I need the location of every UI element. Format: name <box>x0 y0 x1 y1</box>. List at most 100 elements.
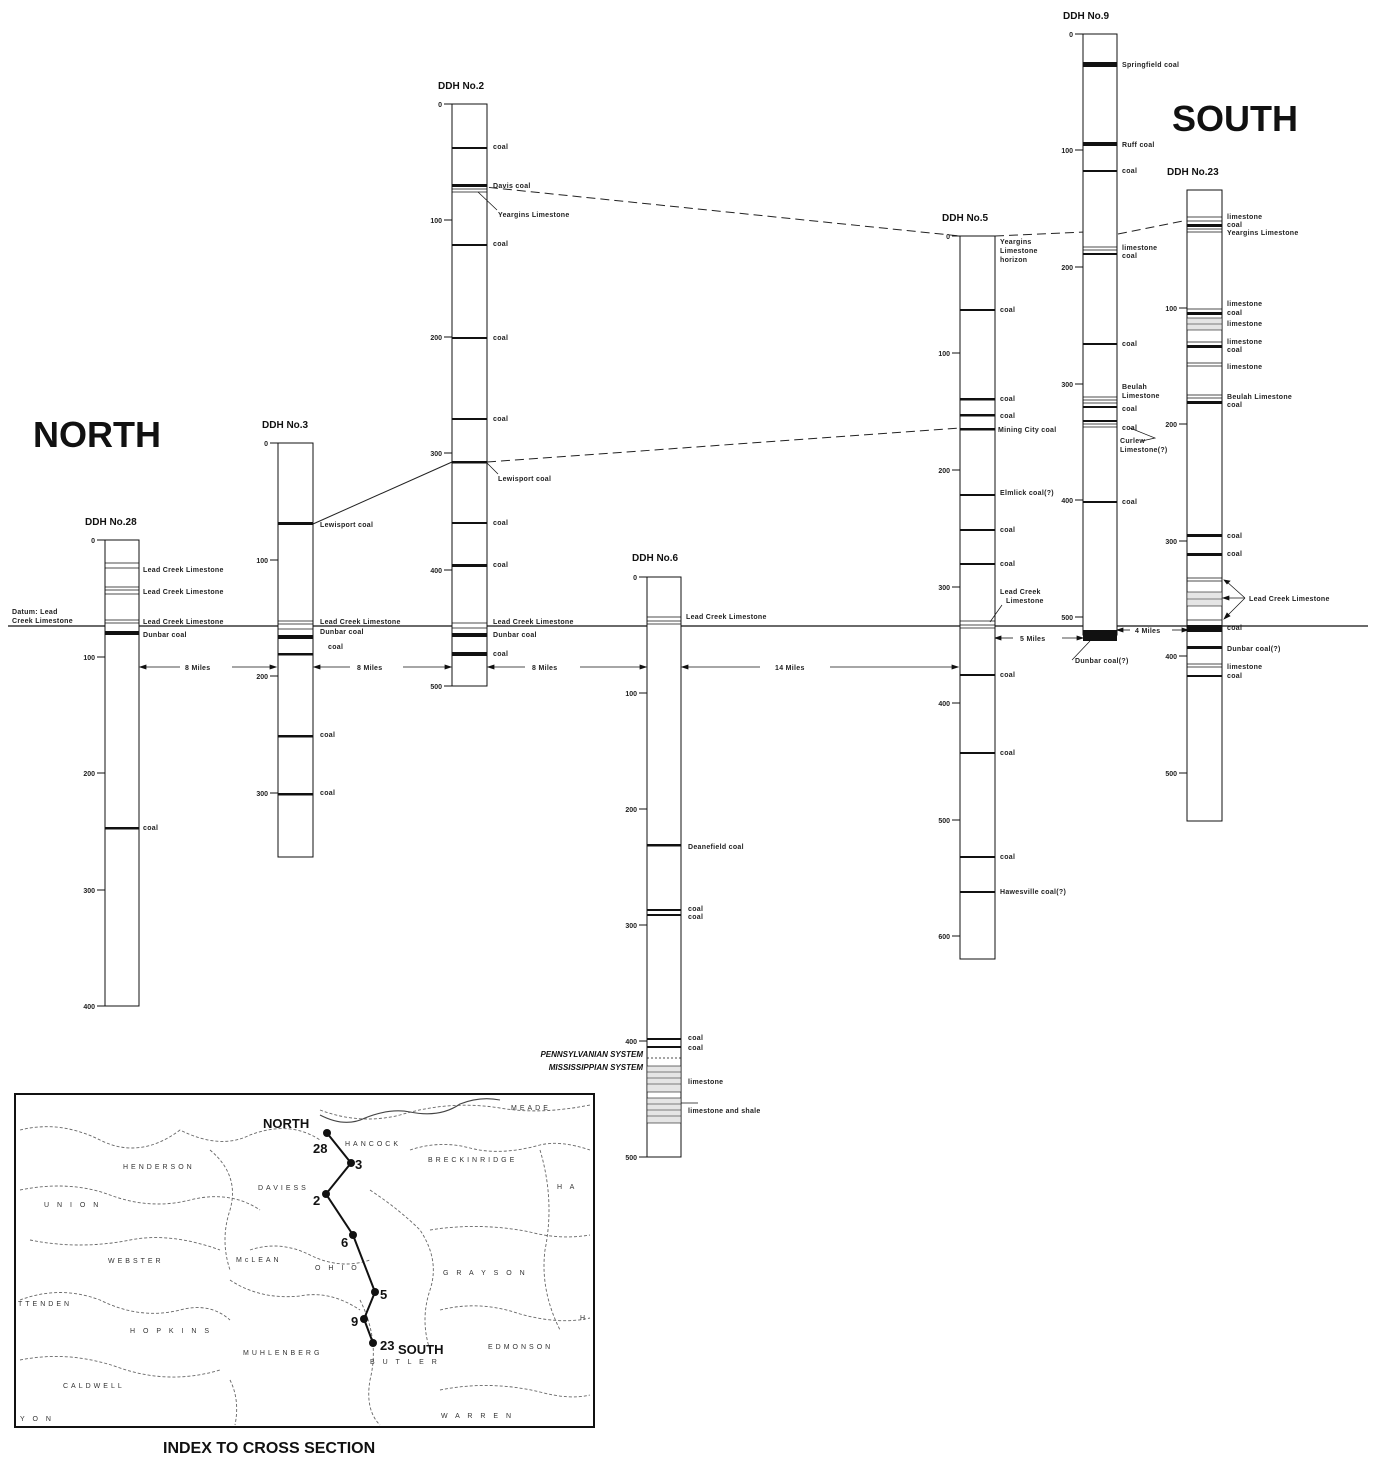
well-column <box>646 576 682 1158</box>
layer-label: Curlew <box>1120 438 1145 445</box>
depth-tick: 300 <box>430 451 442 458</box>
county-label: TTENDEN <box>18 1301 72 1308</box>
well-title: DDH No.28 <box>85 517 137 528</box>
layer-label: Yeargins Limestone <box>1227 230 1299 237</box>
layer-label: Davis coal <box>493 183 531 190</box>
layer-label: Yeargins Limestone <box>498 212 570 219</box>
well-column <box>959 235 996 960</box>
layer-label: Elmlick coal(?) <box>1000 490 1054 497</box>
distance-markers: 8 Miles 8 Miles 8 Miles 14 Miles 5 Miles… <box>138 627 1190 672</box>
layer-label: limestone <box>1227 214 1262 221</box>
point-label: 3 <box>355 1157 362 1172</box>
depth-scale: 0 100 200 300 400 500 600 <box>938 234 960 941</box>
depth-tick: 200 <box>430 335 442 342</box>
layer-label: limestone <box>1122 245 1157 252</box>
county-label: MEADE <box>511 1105 551 1112</box>
layer-label: limestone <box>1227 301 1262 308</box>
north-title: NORTH <box>33 414 161 455</box>
layer-label: Lead Creek Limestone <box>143 567 224 574</box>
depth-tick: 100 <box>256 558 268 565</box>
layer-label: coal <box>1122 499 1137 506</box>
layer-label: Dunbar coal(?) <box>1227 646 1281 653</box>
county-label: MUHLENBERG <box>243 1350 322 1357</box>
layer-label: coal <box>1000 413 1015 420</box>
depth-tick: 300 <box>256 791 268 798</box>
layer-label: coal <box>688 906 703 913</box>
depth-tick: 100 <box>1165 306 1177 313</box>
layer-label: Springfield coal <box>1122 62 1179 69</box>
layer-label: Lead Creek Limestone <box>320 619 401 626</box>
layer-label: coal <box>1000 854 1015 861</box>
layer-label: Lead Creek Limestone <box>686 614 767 621</box>
well-title: DDH No.3 <box>262 420 309 431</box>
well-column <box>1186 189 1223 822</box>
well-title: DDH No.2 <box>438 81 485 92</box>
correlation-yeargins-5-9 <box>994 231 1086 237</box>
county-label: HENDERSON <box>123 1164 195 1171</box>
depth-tick: 400 <box>1061 498 1073 505</box>
layer-label: coal <box>493 241 508 248</box>
layer-label: coal <box>493 335 508 342</box>
layer-label: coal <box>1000 307 1015 314</box>
layer-label: coal <box>1227 347 1242 354</box>
depth-scale: 0 100 200 300 400 500 <box>1061 32 1083 622</box>
well-ddh-28: DDH No.28 0 100 200 300 400 Lead Creek L… <box>83 517 223 1011</box>
layer-label: coal <box>1227 222 1242 229</box>
layer-label: coal <box>1000 527 1015 534</box>
correlation-yeargins-2-5 <box>474 185 961 237</box>
well-ddh-6: DDH No.6 0 100 200 300 400 500 <box>540 553 766 1162</box>
index-map-frame <box>14 1093 595 1428</box>
county-label: HANCOCK <box>345 1141 401 1148</box>
layer-label: Lead Creek Limestone <box>143 619 224 626</box>
well-column <box>277 442 314 858</box>
distance-28-3: 8 Miles <box>185 665 210 672</box>
correlation-lines <box>312 185 1189 525</box>
layer-label: coal <box>1122 425 1137 432</box>
depth-tick: 300 <box>938 585 950 592</box>
well-ddh-23: DDH No.23 100 200 300 400 500 <box>1165 167 1329 822</box>
well-title: DDH No.5 <box>942 213 989 224</box>
depth-scale: 0 100 200 300 400 <box>83 538 105 1011</box>
depth-tick: 400 <box>430 568 442 575</box>
county-label: H A <box>557 1184 577 1191</box>
depth-tick: 100 <box>1061 148 1073 155</box>
distance-6-5: 14 Miles <box>775 665 805 672</box>
layer-label: Limestone <box>1122 393 1160 400</box>
point-label: 6 <box>341 1235 348 1250</box>
layer-label: Lead Creek <box>1000 589 1041 596</box>
depth-scale: 0 100 200 300 <box>256 441 278 798</box>
distance-3-2: 8 Miles <box>357 665 382 672</box>
well-title: DDH No.9 <box>1063 11 1110 22</box>
correlation-yeargins-9-23 <box>1117 219 1189 235</box>
layer-label: coal <box>1122 341 1137 348</box>
depth-tick: 400 <box>938 701 950 708</box>
depth-tick: 300 <box>625 923 637 930</box>
datum-label-1: Datum: Lead <box>12 609 58 616</box>
depth-tick: 0 <box>946 234 950 241</box>
layer-label: coal <box>1227 551 1242 558</box>
well-column <box>104 539 140 1007</box>
layer-label: Mining City coal <box>998 427 1056 434</box>
county-label: Y O N <box>20 1416 54 1423</box>
depth-tick: 500 <box>1165 771 1177 778</box>
layer-label: limestone <box>1227 339 1262 346</box>
layer-label: coal <box>493 144 508 151</box>
index-map: NORTH SOUTH 28 3 2 6 5 9 23 MEADE HANCOC… <box>14 1093 595 1457</box>
layer-label: coal <box>143 825 158 832</box>
well-ddh-2: DDH No.2 0 100 200 300 400 500 <box>430 81 573 691</box>
datum-label-2: Creek Limestone <box>12 618 73 625</box>
point-label: 23 <box>380 1338 394 1353</box>
depth-tick: 200 <box>1061 265 1073 272</box>
distance-5-9: 5 Miles <box>1020 636 1045 643</box>
correlation-lewisport-2-5 <box>486 427 961 463</box>
layer-label: Limestone <box>1006 598 1044 605</box>
layer-label: coal <box>493 416 508 423</box>
layer-label: Ruff coal <box>1122 142 1155 149</box>
depth-scale: 100 200 300 400 500 <box>1165 306 1187 778</box>
depth-tick: 600 <box>938 934 950 941</box>
layer-label: coal <box>320 732 335 739</box>
well-column <box>451 103 488 687</box>
index-north-label: NORTH <box>263 1116 309 1131</box>
system-label: PENNSYLVANIAN SYSTEM <box>540 1050 643 1059</box>
